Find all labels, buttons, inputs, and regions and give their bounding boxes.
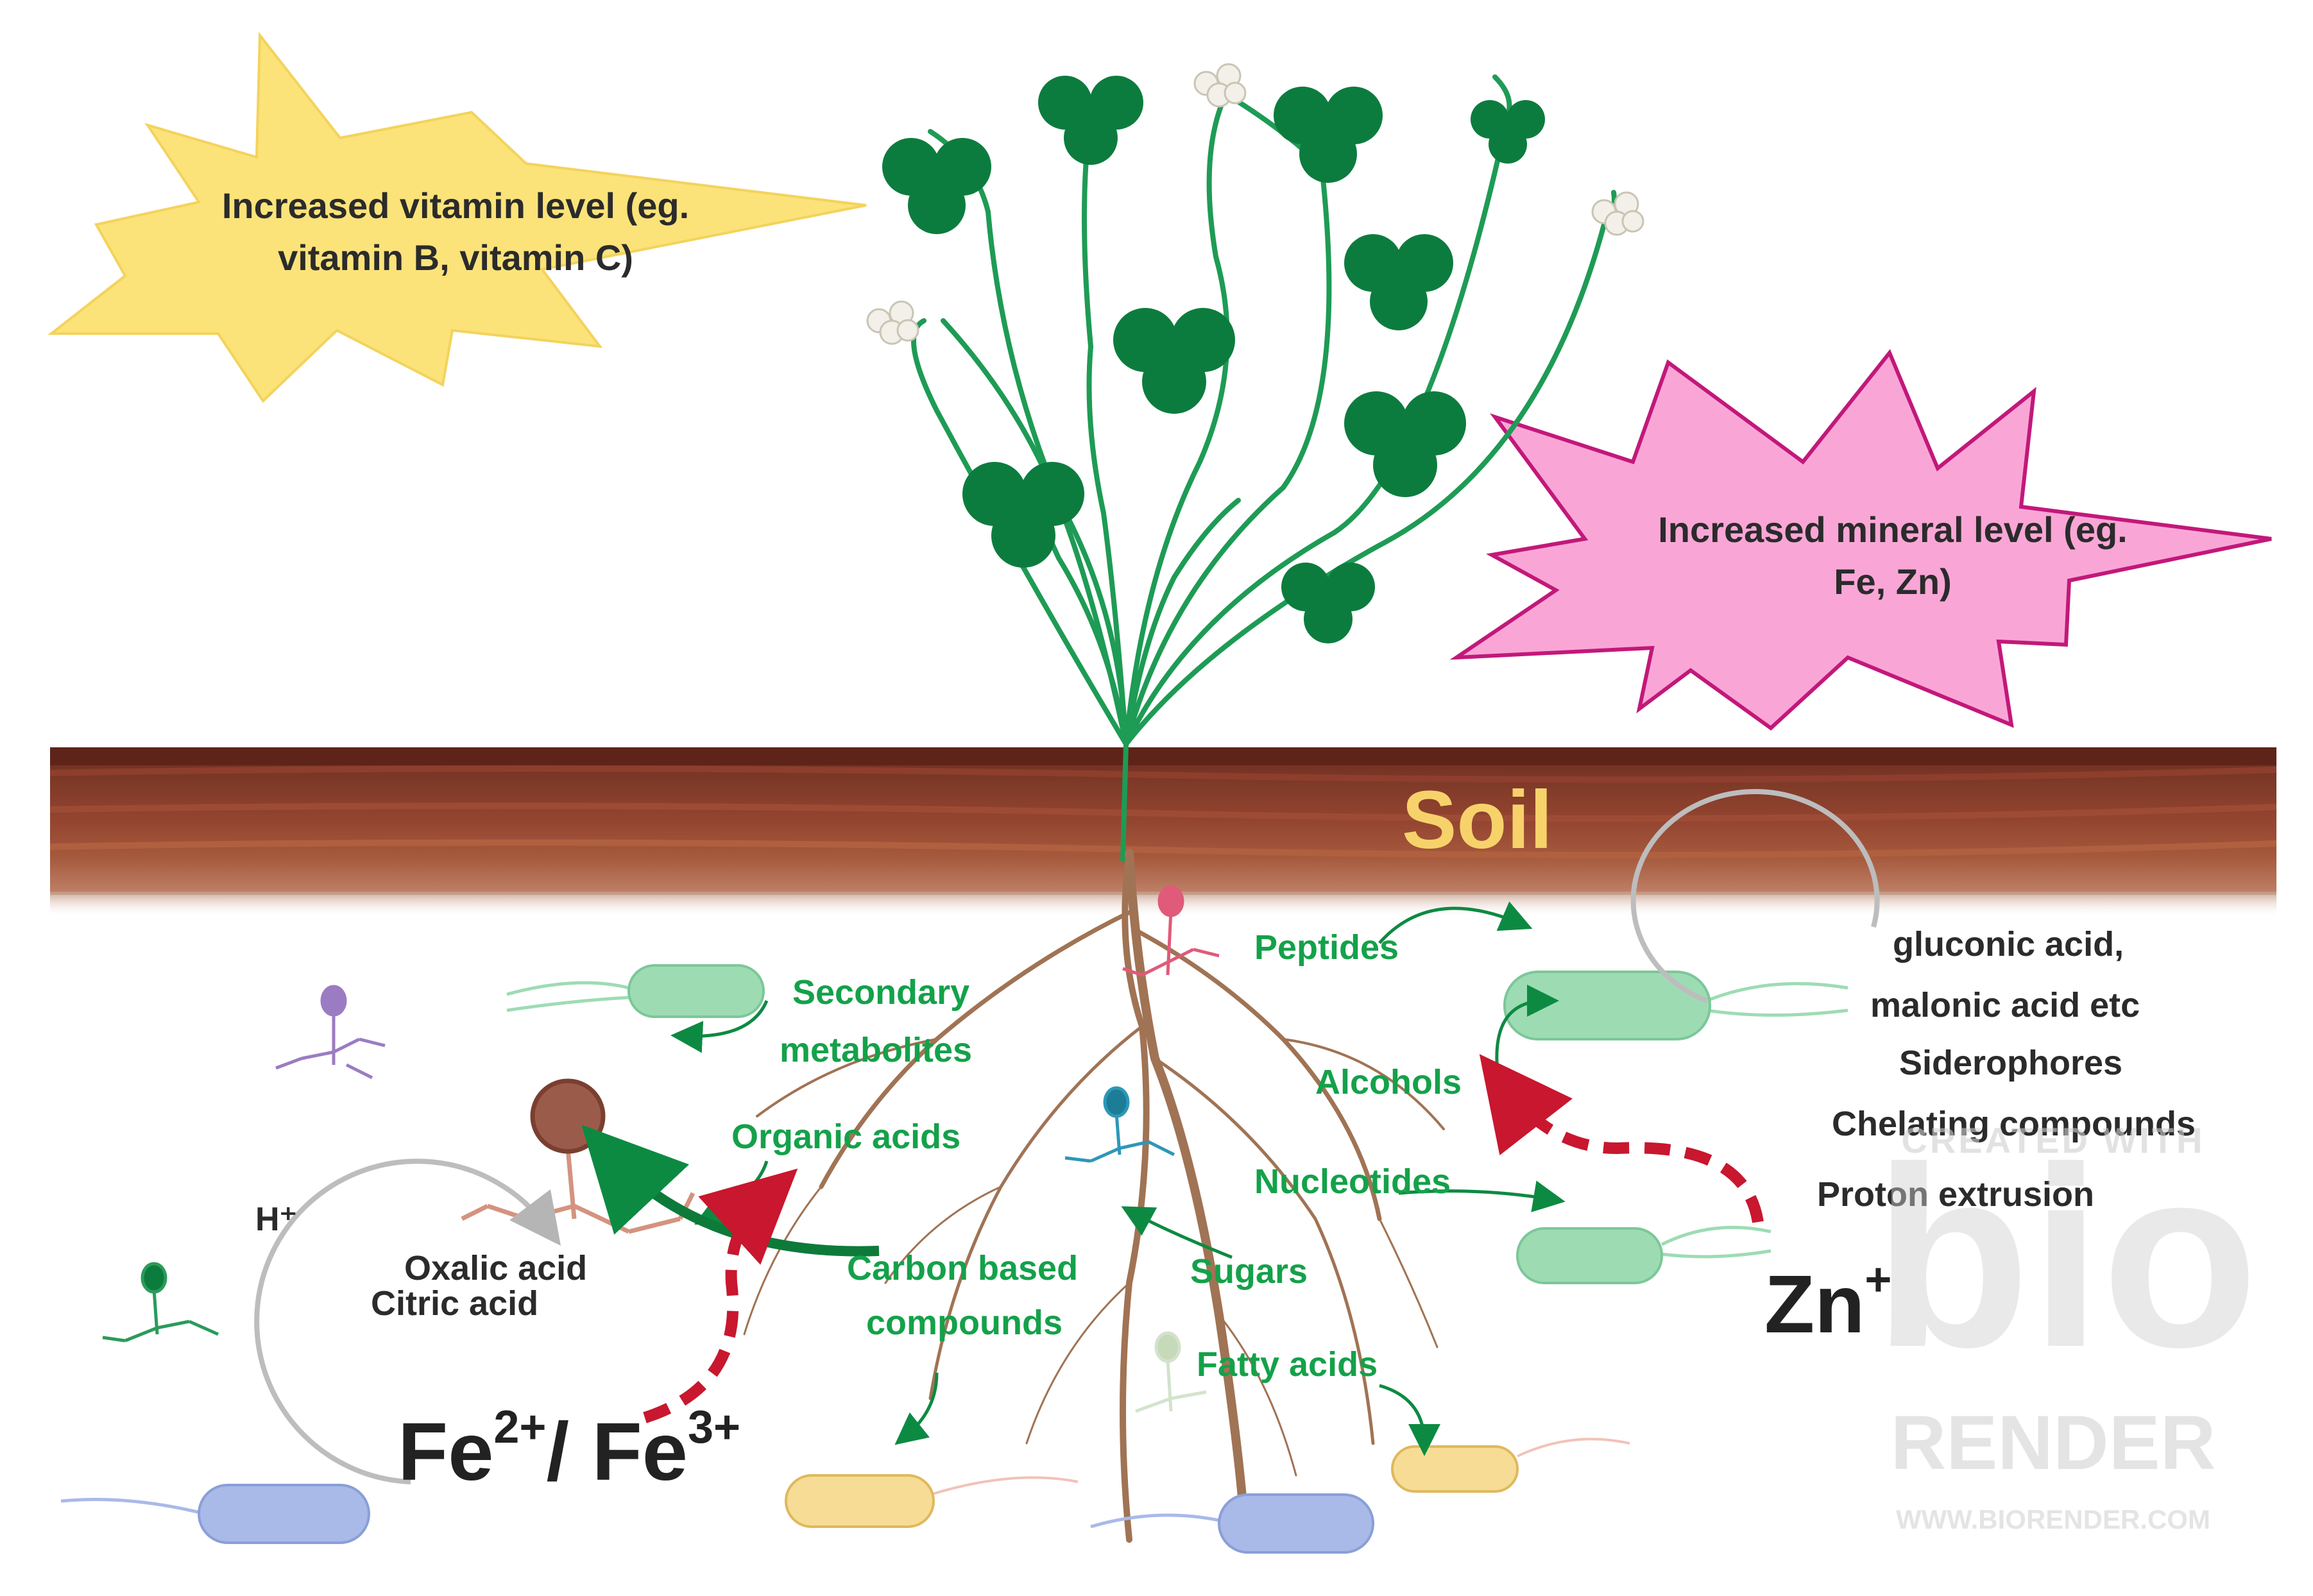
fungus-brown bbox=[461, 1078, 696, 1234]
mineral-burst-text: Increased mineral level (eg. Fe, Zn) bbox=[1566, 504, 2220, 607]
watermark-render: RENDER bbox=[1890, 1400, 2216, 1486]
label-malonic-acid: malonic acid etc bbox=[1870, 986, 2140, 1024]
bacterium-green-3 bbox=[1516, 1225, 1771, 1284]
zn-ion: Zn+ bbox=[1764, 1254, 1892, 1352]
fe-slash: / bbox=[546, 1406, 592, 1498]
label-chelating-compounds: Chelating compounds bbox=[1832, 1105, 2196, 1143]
watermark-created-with: CREATED WITH bbox=[1901, 1120, 2205, 1160]
label-organic-acids: Organic acids bbox=[731, 1117, 961, 1156]
watermark-bio: bio bbox=[1873, 1114, 2258, 1400]
zn-symbol: Zn bbox=[1764, 1259, 1865, 1350]
bacterium-green-1 bbox=[506, 964, 765, 1018]
bacterium-blue-1 bbox=[60, 1484, 370, 1544]
fungus-green-small bbox=[102, 1262, 219, 1343]
fe2-symbol: Fe bbox=[398, 1406, 494, 1498]
fe-ions: Fe2+/ Fe3+ bbox=[398, 1402, 741, 1499]
fe2-charge: 2+ bbox=[493, 1402, 547, 1453]
plant-stems bbox=[911, 74, 1617, 862]
fe-cycle-circle bbox=[254, 1159, 561, 1484]
label-secondary-metabolites-1: Secondary bbox=[792, 973, 970, 1012]
label-oxalic-acid: Oxalic acid bbox=[404, 1249, 588, 1287]
label-sugars: Sugars bbox=[1190, 1252, 1308, 1291]
label-fatty-acids: Fatty acids bbox=[1197, 1345, 1378, 1384]
mineral-burst-shape bbox=[1449, 349, 2272, 731]
label-proton: H⁺ bbox=[255, 1201, 297, 1238]
label-citric-acid: Citric acid bbox=[371, 1284, 539, 1323]
fungus-purple bbox=[275, 985, 386, 1080]
clover-leaves bbox=[882, 76, 1545, 643]
zn-cycle-circle bbox=[1630, 789, 1880, 1003]
fungus-teal bbox=[1064, 1086, 1175, 1163]
fungus-pink bbox=[1122, 885, 1220, 977]
vitamin-burst-text: Increased vitamin level (eg. vitamin B, … bbox=[128, 180, 783, 284]
fe3-symbol: Fe bbox=[592, 1406, 688, 1498]
vitamin-burst-shape bbox=[47, 31, 867, 403]
soil-label: Soil bbox=[1402, 774, 1553, 866]
label-alcohols: Alcohols bbox=[1315, 1063, 1462, 1101]
bacterium-yellow-2 bbox=[1391, 1438, 1630, 1493]
label-nucleotides: Nucleotides bbox=[1254, 1162, 1451, 1201]
label-siderophores: Siderophores bbox=[1899, 1044, 2123, 1082]
vitamin-line-1: Increased vitamin level (eg. bbox=[221, 185, 690, 226]
bacterium-blue-2 bbox=[1090, 1493, 1374, 1554]
bacterium-yellow-1 bbox=[785, 1474, 1079, 1528]
organic-acid-big-arrow bbox=[581, 1125, 880, 1257]
watermark-url: WWW.BIORENDER.COM bbox=[1896, 1504, 2210, 1534]
label-carbon-based-1: Carbon based bbox=[847, 1249, 1079, 1287]
mineral-line-2: Fe, Zn) bbox=[1834, 561, 1952, 602]
label-proton-extrusion: Proton extrusion bbox=[1817, 1175, 2095, 1214]
mineral-line-1: Increased mineral level (eg. bbox=[1658, 509, 2128, 550]
clover-flowers bbox=[866, 63, 1644, 345]
red-dashed-arrows bbox=[643, 1054, 1764, 1423]
vitamin-line-2: vitamin B, vitamin C) bbox=[278, 237, 633, 278]
fe3-charge: 3+ bbox=[687, 1402, 741, 1453]
plant-roots bbox=[743, 849, 1445, 1543]
zn-charge: + bbox=[1865, 1254, 1892, 1305]
label-gluconic-acid: gluconic acid, bbox=[1893, 925, 2124, 964]
label-peptides: Peptides bbox=[1254, 928, 1399, 967]
label-secondary-metabolites-2: metabolites bbox=[780, 1031, 973, 1069]
fungus-pale bbox=[1135, 1331, 1207, 1413]
label-carbon-based-2: compounds bbox=[866, 1303, 1063, 1342]
